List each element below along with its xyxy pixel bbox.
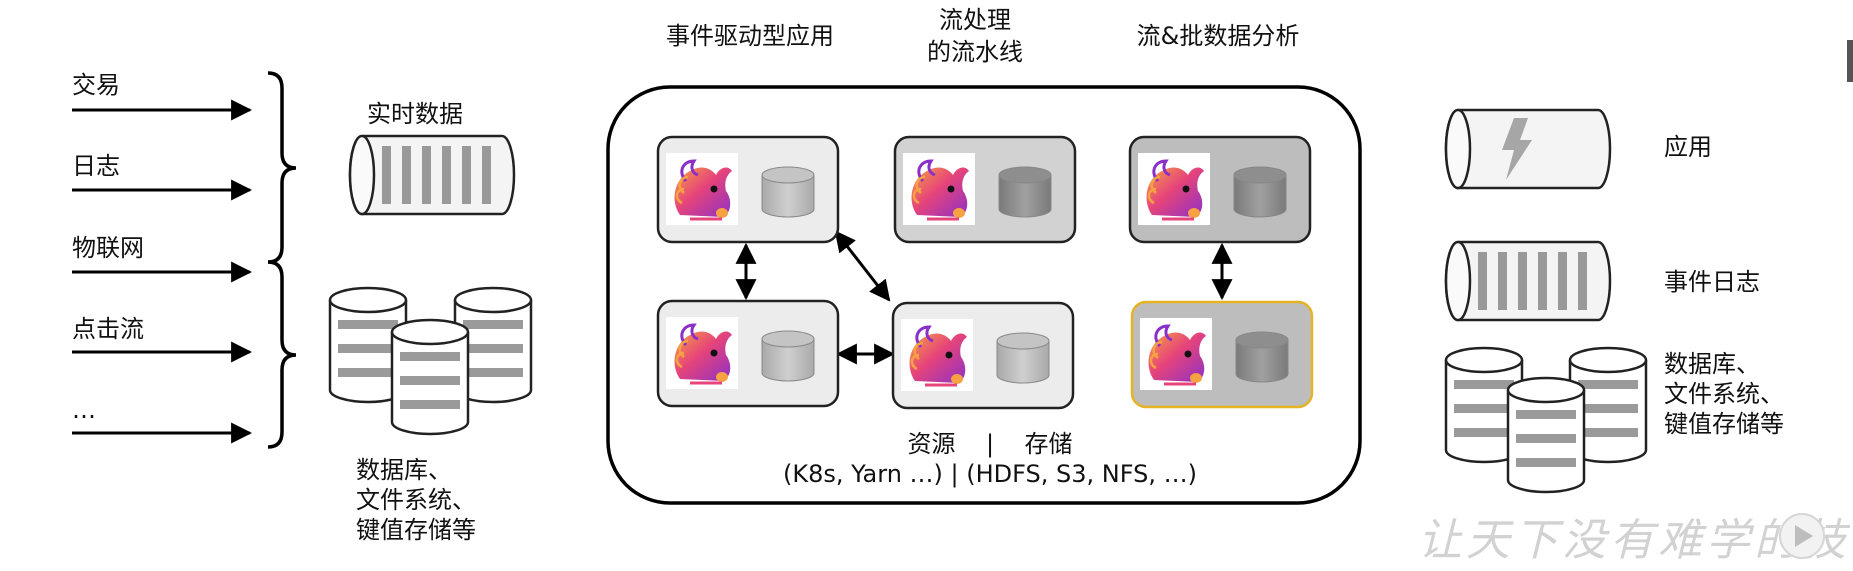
connector-arrow bbox=[834, 230, 891, 302]
cluster-headings: 事件驱动型应用 流处理 的流水线 流&批数据分析 bbox=[666, 6, 1299, 66]
play-button[interactable] bbox=[1779, 513, 1825, 559]
input-label: 交易 bbox=[72, 71, 120, 99]
storage-source: 数据库、 文件系统、 键值存储等 bbox=[328, 286, 533, 544]
legend-event-log: 事件日志 bbox=[1444, 240, 1760, 322]
database-cylinder-icon bbox=[996, 332, 1050, 384]
flink-node bbox=[893, 135, 1077, 244]
realtime-data-source: 实时数据 bbox=[348, 100, 516, 216]
squirrel-logo-icon bbox=[901, 319, 973, 391]
resources-storage-examples: (K8s, Yarn …) | (HDFS, S3, NFS, …) bbox=[783, 460, 1197, 488]
legend: 应用 事件日志 bbox=[1444, 108, 1784, 494]
flink-node bbox=[656, 135, 840, 244]
flink-node bbox=[656, 299, 840, 408]
brace-lower bbox=[267, 260, 297, 449]
log-cylinder-icon bbox=[348, 134, 516, 216]
database-cylinder-icon bbox=[761, 330, 815, 382]
heading-pipeline-line2: 的流水线 bbox=[927, 38, 1023, 66]
database-cylinder-icon bbox=[328, 286, 408, 404]
play-icon bbox=[1795, 525, 1813, 547]
input-item: … bbox=[72, 396, 253, 444]
log-cylinder-icon bbox=[1444, 240, 1612, 322]
legend-storage-line: 数据库、 bbox=[1664, 350, 1760, 378]
storage-label-line: 键值存储等 bbox=[356, 516, 476, 544]
heading-event-driven: 事件驱动型应用 bbox=[666, 22, 834, 50]
squirrel-logo-icon bbox=[903, 153, 975, 225]
heading-pipeline-line1: 流处理 bbox=[939, 6, 1011, 34]
input-item: 物联网 bbox=[72, 234, 253, 283]
squirrel-logo-icon bbox=[666, 153, 738, 225]
storage-label-line: 文件系统、 bbox=[356, 486, 476, 514]
squirrel-logo-icon bbox=[1138, 153, 1210, 225]
cluster-nodes bbox=[656, 135, 1314, 410]
legend-storage-line: 键值存储等 bbox=[1664, 410, 1784, 438]
realtime-data-label: 实时数据 bbox=[367, 100, 463, 128]
flink-node bbox=[1128, 135, 1312, 244]
input-label: … bbox=[72, 396, 96, 424]
database-cylinder-icon bbox=[1233, 166, 1287, 218]
flink-node bbox=[891, 301, 1075, 410]
storage-label-line: 数据库、 bbox=[356, 456, 452, 484]
database-cylinder-icon bbox=[998, 166, 1052, 218]
legend-app-label: 应用 bbox=[1664, 133, 1712, 161]
lightning-icon bbox=[1502, 118, 1532, 180]
input-item: 点击流 bbox=[72, 315, 253, 363]
squirrel-logo-icon bbox=[1140, 318, 1212, 390]
database-cylinder-icon bbox=[1235, 331, 1289, 383]
input-label: 日志 bbox=[72, 152, 120, 180]
legend-event-log-label: 事件日志 bbox=[1664, 268, 1760, 296]
heading-stream-batch: 流&批数据分析 bbox=[1137, 22, 1300, 50]
legend-storage-line: 文件系统、 bbox=[1664, 380, 1784, 408]
input-label: 点击流 bbox=[72, 315, 144, 343]
right-edge-bar bbox=[1847, 40, 1853, 82]
input-events: 交易 日志 物联网 点击流 … bbox=[72, 71, 297, 449]
database-cylinder-icon bbox=[390, 318, 470, 436]
input-label: 物联网 bbox=[72, 234, 144, 262]
legend-app: 应用 bbox=[1444, 108, 1712, 190]
database-cylinder-icon bbox=[1506, 376, 1586, 494]
node-connectors bbox=[735, 230, 1233, 365]
app-cylinder-icon bbox=[1444, 108, 1612, 190]
watermark-text: 让天下没有难学的技 bbox=[1418, 515, 1851, 566]
squirrel-logo-icon bbox=[666, 317, 738, 389]
input-item: 交易 bbox=[72, 71, 253, 121]
database-cylinder-icon bbox=[761, 166, 815, 218]
flink-node bbox=[1130, 300, 1314, 409]
cluster-footer: 资源 | 存储 (K8s, Yarn …) | (HDFS, S3, NFS, … bbox=[783, 430, 1197, 488]
input-item: 日志 bbox=[72, 152, 253, 201]
brace-upper bbox=[267, 71, 297, 264]
legend-storage: 数据库、 文件系统、 键值存储等 bbox=[1444, 346, 1784, 494]
database-cylinder-icon bbox=[1444, 346, 1524, 464]
resources-storage-label: 资源 | 存储 bbox=[907, 430, 1072, 458]
